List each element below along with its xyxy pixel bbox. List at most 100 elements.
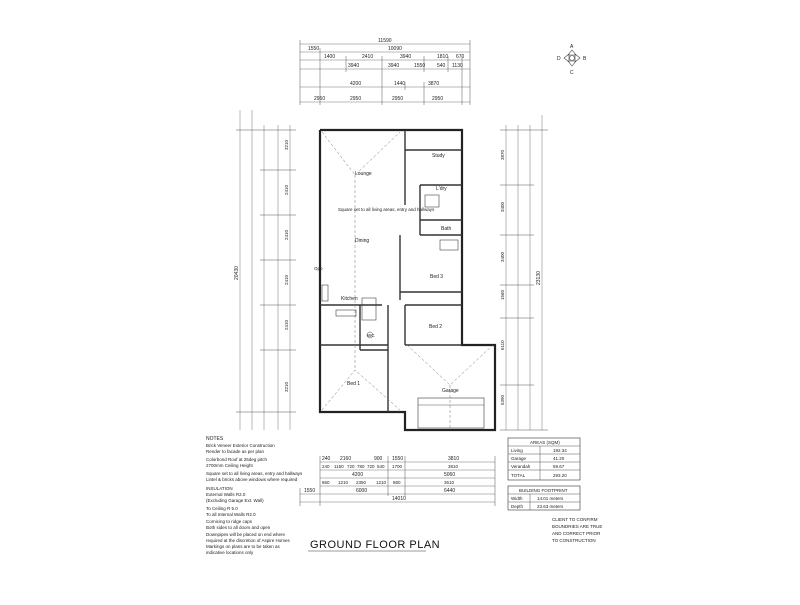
bottom-dim: 240 [322,456,331,462]
drawing-title: GROUND FLOOR PLAN [310,539,440,551]
footprint-label: Depth [511,504,524,509]
right-dimensions: 23130 3870 3400 3400 1560 6110 5390 [500,115,548,431]
area-value: 41.20 [553,456,565,461]
top-dim: 1550 [414,63,425,69]
compass-label-a: A [570,44,574,50]
bottom-dim: 720 [347,464,355,469]
bottom-dim: 3610 [444,480,455,485]
top-dim: 2950 [350,96,361,102]
insulation-line: Downpipes will be placed on end where [206,532,286,537]
right-dim: 5390 [500,394,505,405]
top-dim: 1440 [394,81,405,87]
right-dim: 6110 [500,340,505,350]
area-label: TOTAL [511,473,526,478]
top-dim-overall: 11590 [378,38,392,44]
note-line: Colorbond Roof at 25deg pitch [206,457,268,462]
top-dimensions: 11590 1550 10090 1400 2410 3940 1810 670… [299,38,471,105]
insulation-line: Both sides to all doors and open [206,525,271,530]
insulation-heading: INSULATION [206,486,233,491]
bottom-dim: 720 [367,464,375,469]
left-dim-overall: 20430 [234,266,240,280]
bottom-dim: 5060 [444,472,455,478]
right-dim-overall: 23130 [536,271,542,285]
bottom-dim: 860 [393,480,401,485]
fixtures [321,194,459,339]
left-dim: 3210 [284,381,289,392]
insulation-line: External Walls R2.0 [206,492,246,497]
right-dim: 3400 [500,201,505,212]
bottom-dim: 1550 [304,488,315,494]
bottom-dim: 780 [357,464,365,469]
top-dim: 1550 [308,46,319,52]
room-label-wc: WC [367,333,375,338]
bottom-dim: 900 [374,456,383,462]
note-line: Lintel & bricks above windows where requ… [206,477,298,482]
room-label-kitchen: Kitchen [341,296,358,302]
left-dim: 3210 [284,139,289,150]
footprint-value: 23.63 meters [537,504,564,509]
footprint-table: BUILDING FOOTPRINT Width 14.01 meters De… [507,485,581,511]
room-label-lounge: Lounge [355,171,372,177]
note-line: Brick Veneer Exterior Construction [206,443,275,448]
bottom-dim: 1550 [392,456,403,462]
left-dim: 2410 [284,229,289,240]
insulation-line: To Ceiling R 5.0 [206,506,238,511]
left-dim: 2410 [284,319,289,330]
note-line: 2700mm Ceiling Height [206,463,254,468]
top-dim: 3940 [388,63,399,69]
note-line: Render to facade as per plan [206,449,265,454]
area-value: 293.20 [553,473,567,478]
top-dim: 2950 [314,96,325,102]
right-dim: 3870 [500,149,505,160]
footprint-label: Width [511,496,523,501]
client-note-line: BOUNDRIES ARE TRUE [552,524,602,529]
roof-lines [321,131,494,428]
insulation-line: Cornicing to ridge caps [206,519,253,524]
bottom-dim: 2160 [340,456,351,462]
bottom-dim: 1210 [338,480,349,485]
left-dim: 2410 [284,184,289,195]
compass-label-b: B [583,56,587,62]
top-dim: 10090 [388,46,402,52]
bottom-dim: 540 [377,464,385,469]
room-label-bath: Bath [441,226,452,232]
bottom-dimensions: 240 2160 900 1550 3810 240 1150 720 780 … [299,456,496,506]
area-label: Verandah [511,464,531,469]
right-dim: 1560 [500,289,505,300]
room-label-laundry: L'dry [436,186,447,192]
plan-note-square-set: Square set to all living areas, entry an… [338,207,435,212]
bottom-dim: 6000 [356,488,367,494]
bottom-dim: 1210 [376,480,387,485]
bottom-dim-overall: 14010 [392,496,406,502]
bottom-dim: 4200 [352,472,363,478]
notes-block: NOTES Brick Veneer Exterior Construction… [206,436,303,555]
top-dim: 4200 [350,81,361,87]
client-note-line: TO CONSTRUCTION [552,538,596,543]
room-label-bed3: Bed 3 [430,274,443,280]
bottom-dim: 860 [322,480,330,485]
top-dim: 3870 [428,81,439,87]
compass-label-c: C [570,70,574,76]
compass-label-d: D [557,56,561,62]
top-dim: 2950 [432,96,443,102]
left-dimensions: 20430 3210 2410 2410 2410 2410 3210 [234,110,296,430]
room-label-study: Study [432,153,445,159]
area-value: 192.34 [553,448,567,453]
insulation-line: indicative locations only [206,550,254,555]
top-dim: 2410 [362,54,373,60]
area-value: 59.67 [553,464,565,469]
footprint-value: 14.01 meters [537,496,564,501]
insulation-line: Markings on plans are to be taken as [206,544,281,549]
room-label-dining: Dining [355,238,369,244]
top-dim: 3940 [348,63,359,69]
top-dim: 2950 [392,96,403,102]
bottom-dim: 6440 [444,488,455,494]
insulation-line: (Excluding Garage Ext. Wall) [206,498,264,503]
note-line: Square set to all living areas, entry an… [206,471,303,476]
top-dim: 1810 [437,54,448,60]
top-dim: 540 [437,63,446,69]
notes-heading: NOTES [206,436,224,442]
compass-rose: A B C D [557,44,587,76]
